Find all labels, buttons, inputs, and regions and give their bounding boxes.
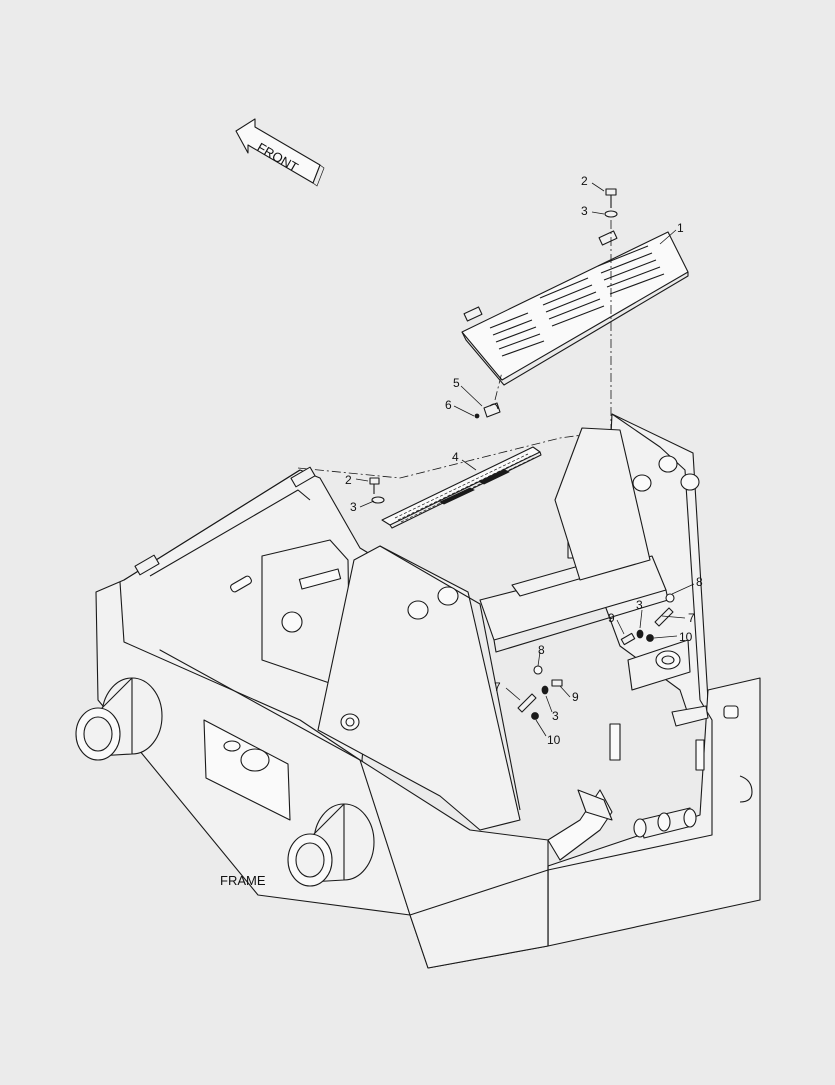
callout-2-left: 2 (345, 473, 352, 487)
grille-cover-panel (461, 230, 689, 386)
callout-10-left: 10 (547, 733, 561, 747)
cover-slots-group-middle (539, 277, 605, 327)
callout-9-left: 9 (572, 690, 579, 704)
callout-8-left: 8 (538, 643, 545, 657)
bolt-top (604, 188, 618, 218)
hinge-left (463, 306, 483, 322)
grating-mesh (394, 453, 535, 523)
callout-10-right: 10 (679, 630, 693, 644)
callout-1: 1 (677, 221, 684, 235)
callout-2-top: 2 (581, 174, 588, 188)
diagram-title: FRAME (220, 873, 266, 888)
callout-3-lower: 3 (552, 709, 559, 723)
pipe-fitting-right (633, 807, 697, 839)
cone-fitting-lower (287, 803, 375, 887)
callout-4: 4 (452, 450, 459, 464)
hinge-right (598, 230, 618, 246)
callout-8-right: 8 (696, 575, 703, 589)
frame-body (75, 413, 761, 969)
bolt-left (369, 477, 385, 504)
front-direction-arrow: FRONT (235, 118, 325, 187)
callout-7-right: 7 (688, 611, 695, 625)
callout-3-top: 3 (581, 204, 588, 218)
grating-strip (381, 446, 542, 529)
callout-5: 5 (453, 376, 460, 390)
callout-3-left: 3 (350, 500, 357, 514)
cone-fitting-upper (75, 677, 163, 761)
bracket-cluster-right (620, 593, 675, 646)
leader-lines (355, 182, 695, 737)
callout-3-right: 3 (636, 598, 643, 612)
cover-slots-group-left (489, 312, 545, 357)
callout-labels: 1 2 3 4 5 6 2 3 8 9 3 7 10 8 7 9 3 10 (345, 174, 703, 747)
callout-6: 6 (445, 398, 452, 412)
latch-assembly (474, 371, 503, 419)
callout-7-left: 7 (494, 680, 501, 694)
callout-9-right: 9 (608, 611, 615, 625)
cover-slots-group-right (597, 245, 665, 295)
